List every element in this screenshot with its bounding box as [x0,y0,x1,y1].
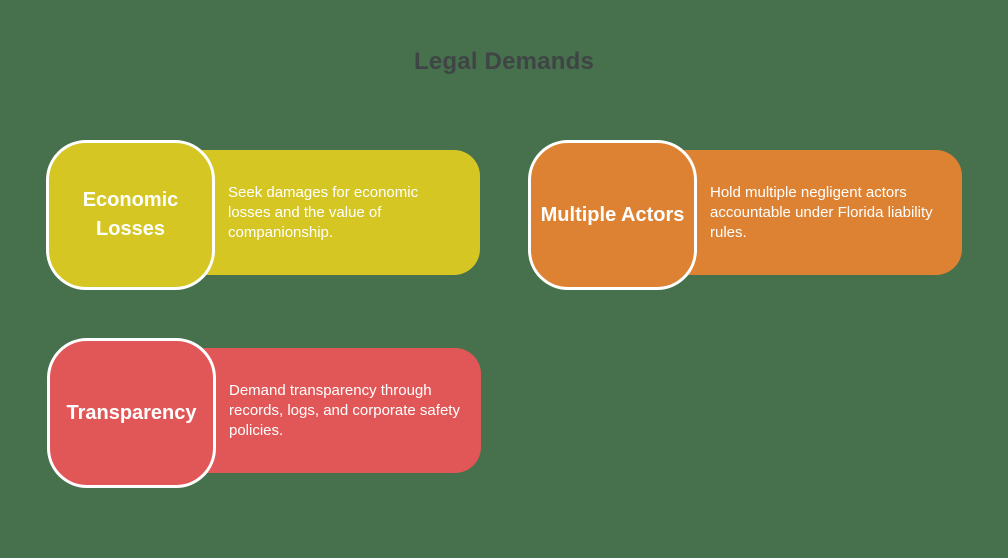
card-transparency-description: Demand transparency through records, log… [229,381,460,439]
card-transparency-head: Transparency [47,338,216,488]
card-economic-losses-head: Economic Losses [46,140,215,290]
card-economic-losses: Seek damages for economic losses and the… [46,140,480,290]
card-economic-losses-label: Economic Losses [82,189,179,240]
card-transparency: Demand transparency through records, log… [47,338,481,488]
card-economic-losses-description: Seek damages for economic losses and the… [228,183,419,241]
card-multiple-actors-description: Hold multiple negligent actors accountab… [710,183,933,241]
card-multiple-actors-label: Multiple Actors [540,203,685,226]
card-multiple-actors-head: Multiple Actors [528,140,697,290]
card-multiple-actors: Hold multiple negligent actors accountab… [528,140,962,290]
card-transparency-label: Transparency [66,401,197,424]
page-title: Legal Demands [414,48,594,75]
